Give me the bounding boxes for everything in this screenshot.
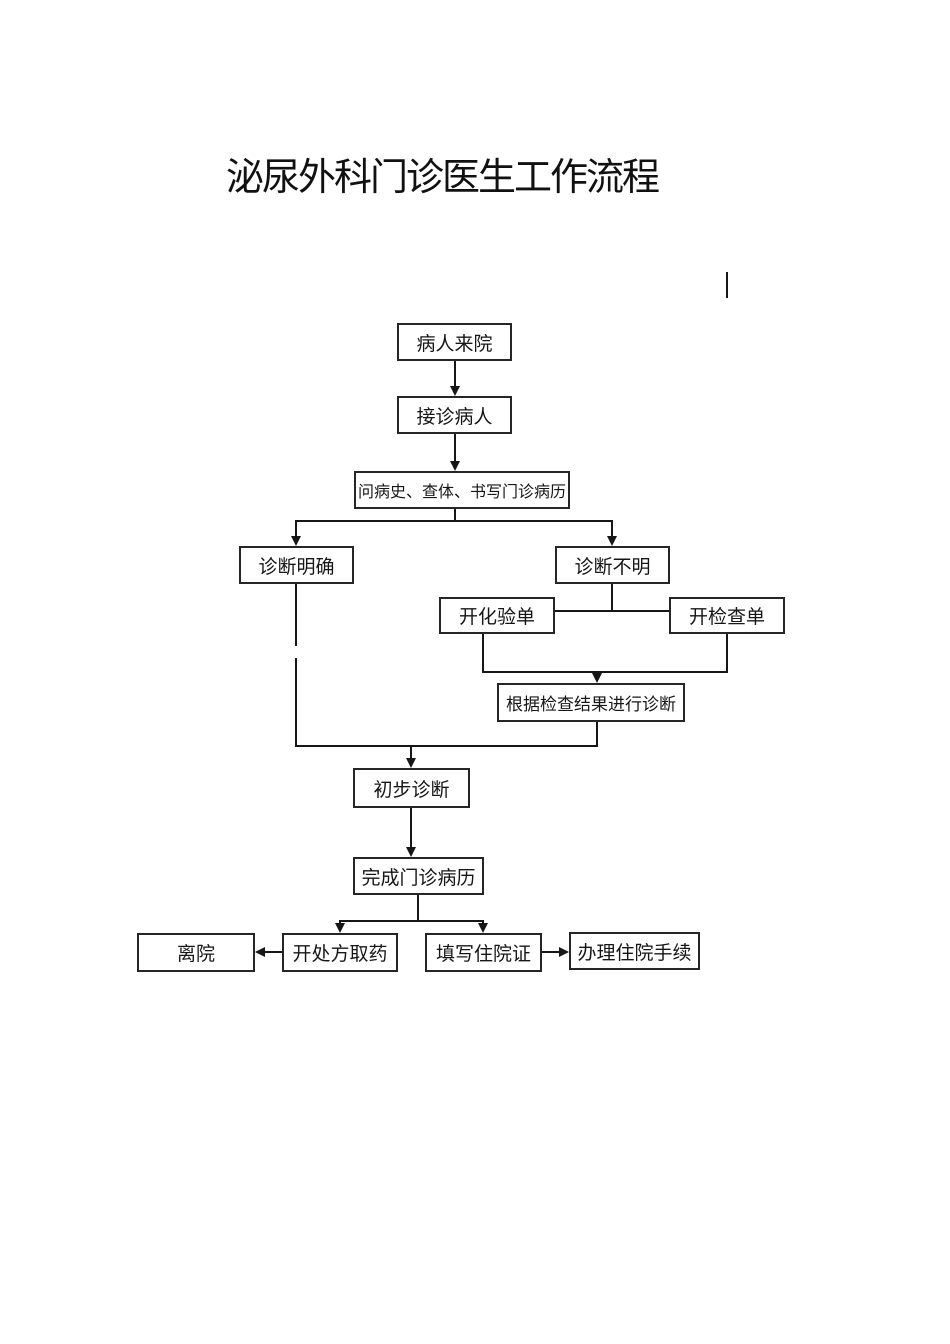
edge-line <box>596 722 598 747</box>
node-diagnose-by-results: 根据检查结果进行诊断 <box>497 683 685 722</box>
edge-line <box>454 434 456 462</box>
node-prescribe-medicine: 开处方取药 <box>282 933 398 972</box>
arrowhead-left-icon <box>255 947 265 957</box>
edge-line <box>265 951 282 953</box>
arrowhead-down-icon <box>406 758 416 768</box>
arrowhead-down-icon <box>478 923 488 933</box>
edge-line <box>339 920 341 925</box>
node-leave-hospital: 离院 <box>137 933 255 972</box>
edge-line <box>295 658 297 747</box>
edge-line <box>542 951 559 953</box>
page-title: 泌尿外科门诊医生工作流程 <box>225 157 660 199</box>
edge-line <box>454 361 456 387</box>
edge-line <box>295 520 613 522</box>
arrowhead-down-icon <box>335 923 345 933</box>
edge-line <box>295 584 297 646</box>
edge-line <box>417 895 419 922</box>
node-diagnosis-unclear: 诊断不明 <box>555 546 670 584</box>
edge-line <box>482 920 484 925</box>
arrowhead-right-icon <box>559 947 569 957</box>
node-patient-arrives: 病人来院 <box>397 323 512 361</box>
edge-line <box>482 634 484 673</box>
node-order-lab-tests: 开化验单 <box>439 597 555 634</box>
arrowhead-down-icon <box>592 673 602 683</box>
edge-line <box>611 584 613 612</box>
edge-line <box>454 509 456 522</box>
arrowhead-down-icon <box>607 536 617 546</box>
edge-line <box>339 920 484 922</box>
node-history-exam-record: 问病史、查体、书写门诊病历 <box>354 471 570 509</box>
arrowhead-down-icon <box>406 847 416 857</box>
node-receive-patient: 接诊病人 <box>397 396 512 434</box>
edge-line <box>410 808 412 848</box>
node-order-exams: 开检查单 <box>669 597 785 634</box>
node-fill-admission-form: 填写住院证 <box>425 933 542 972</box>
edge-line <box>410 745 412 759</box>
stray-vertical-mark <box>726 272 728 298</box>
node-complete-record: 完成门诊病历 <box>353 857 484 895</box>
edge-line <box>555 610 669 612</box>
arrowhead-down-icon <box>450 386 460 396</box>
edge-line <box>611 520 613 537</box>
arrowhead-down-icon <box>291 536 301 546</box>
edge-line <box>295 520 297 537</box>
arrowhead-down-icon <box>450 461 460 471</box>
edge-line <box>726 634 728 673</box>
node-diagnosis-clear: 诊断明确 <box>239 546 354 584</box>
edge-line <box>295 745 598 747</box>
node-admission-procedures: 办理住院手续 <box>569 932 700 970</box>
node-preliminary-diagnosis: 初步诊断 <box>353 768 470 808</box>
edge-line <box>482 671 728 673</box>
